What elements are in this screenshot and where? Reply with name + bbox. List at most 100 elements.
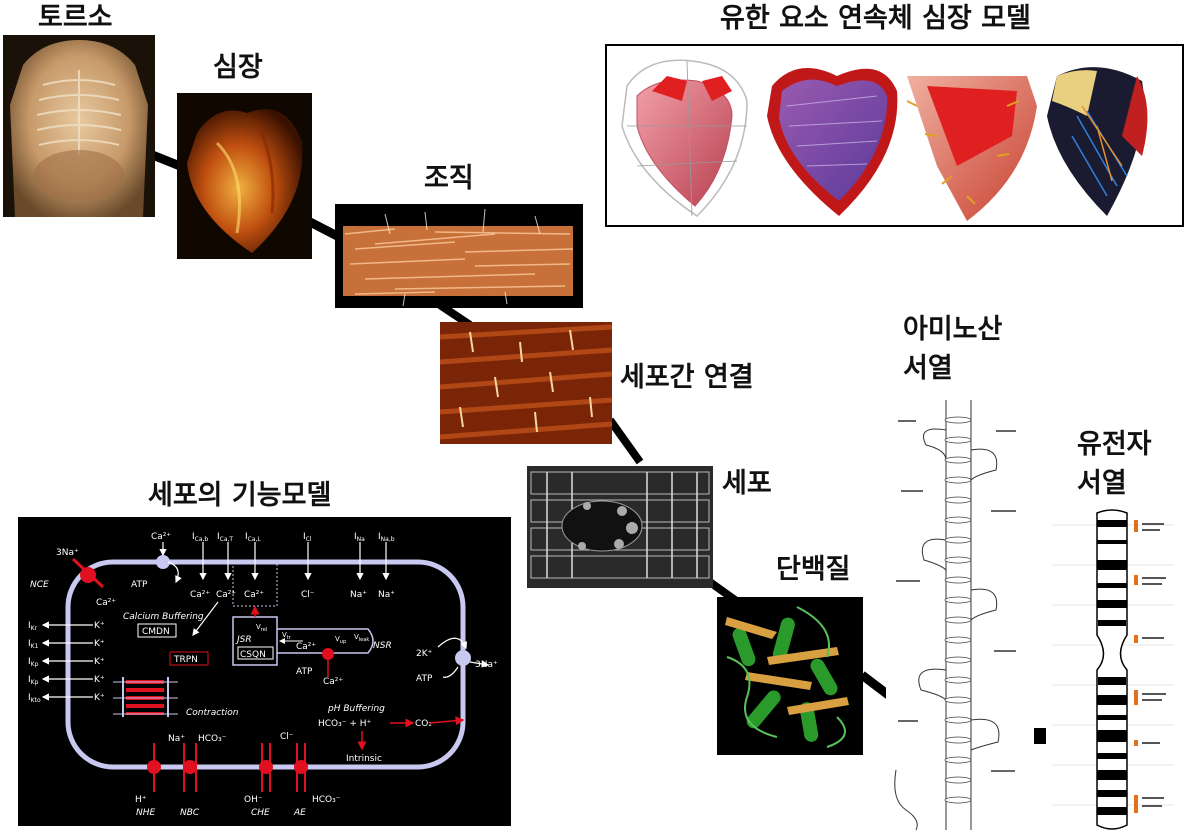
- fem-model-stress: [906, 76, 1037, 221]
- cell-model-diagram: 3Na⁺ NCE Ca²⁺ Ca²⁺ ATP ICa,b ICa,T ICa,L…: [28, 532, 498, 818]
- nhe-label: NHE: [136, 808, 156, 818]
- sarcomere-icon: [113, 677, 178, 717]
- gene-image: [1052, 505, 1174, 835]
- trpn-box: [169, 651, 209, 666]
- heart-label: 심장: [213, 52, 263, 83]
- che-exchanger: [259, 743, 273, 792]
- fem-models-illustration: [621, 59, 1148, 221]
- cell-label: 세포: [722, 468, 772, 499]
- nce-ca-label: Ca²⁺: [96, 598, 116, 608]
- k-label-1: K⁺: [94, 639, 105, 649]
- torso-illustration: [10, 40, 148, 217]
- serca-pump: [322, 648, 334, 677]
- ca-inside-3: Ca²⁺: [244, 590, 264, 600]
- torso-label: 토르소: [38, 2, 113, 33]
- amino-acid-illustration: [894, 400, 1016, 831]
- ca-pump-top: [156, 542, 182, 584]
- ae-hco3-label: HCO₃⁻: [312, 795, 341, 805]
- na-k-2k-label: 2K⁺: [416, 649, 433, 659]
- cmdn-label: CMDN: [142, 627, 170, 637]
- trpn-label: TRPN: [173, 655, 198, 665]
- gene-label-line1: 유전자: [1077, 429, 1152, 460]
- che-cl-label: Cl⁻: [280, 732, 294, 742]
- k-label-0: K⁺: [94, 621, 105, 631]
- amino-acid-label: 아미노산 서열: [903, 310, 1002, 388]
- gap-junction-image: [440, 322, 612, 444]
- i-na-label: INa: [354, 532, 365, 543]
- ph-buffering-label: pH Buffering: [327, 704, 385, 714]
- ca-inside-1: Ca²⁺: [190, 590, 210, 600]
- jsr-label: JSR: [235, 635, 252, 645]
- cell-illustration: [527, 466, 713, 588]
- tissue-illustration: [343, 208, 574, 307]
- serca-atp-label: ATP: [296, 667, 313, 677]
- hco3-h-label: HCO₃⁻ + H⁺: [318, 719, 372, 729]
- nsr-label: NSR: [373, 641, 392, 651]
- ca-pump-atp-label: ATP: [131, 580, 148, 590]
- ik-label-0: IKr: [28, 621, 38, 632]
- torso-image: [3, 35, 155, 217]
- ca-inside-2: Ca²⁺: [216, 590, 236, 600]
- v-rel-label: Vrel: [256, 623, 267, 633]
- cell-model-title: 세포의 기능모델: [148, 480, 332, 511]
- intrinsic-label: Intrinsic: [346, 754, 382, 764]
- protein-label: 단백질: [776, 554, 851, 585]
- tissue-image: [335, 204, 583, 308]
- ae-exchanger: [294, 743, 308, 792]
- gene-label: 유전자 서열: [1077, 425, 1152, 503]
- amino-acid-image: [886, 390, 1026, 838]
- ca-pump-ca-label: Ca²⁺: [151, 532, 171, 542]
- i-cl-label: ICl: [303, 532, 312, 543]
- nhe-h-label: H⁺: [135, 795, 147, 805]
- nbc-cotransporter: [183, 743, 197, 792]
- k-label-2: K⁺: [94, 657, 105, 667]
- ik-label-3: IKp: [28, 675, 39, 686]
- fem-model-mesh: [621, 59, 748, 217]
- v-tr-label: Vtr: [282, 631, 292, 641]
- fem-model-fibers: [767, 68, 898, 216]
- calcium-buffering-label: Calcium Buffering: [123, 612, 204, 622]
- na-k-atp-label: ATP: [416, 674, 433, 684]
- nbc-hco3-label: HCO₃⁻: [198, 734, 227, 744]
- k-label-3: K⁺: [94, 675, 105, 685]
- nsr-ca-label: Ca²⁺: [296, 642, 316, 652]
- heart-illustration: [187, 109, 303, 253]
- amino-acid-label-line2: 서열: [903, 353, 953, 385]
- i-cat-label: ICa,T: [217, 532, 233, 543]
- heart-image: [177, 93, 312, 259]
- nce-label: NCE: [30, 580, 49, 590]
- co2-label: CO₂: [415, 719, 432, 729]
- gap-junction-label: 세포간 연결: [620, 362, 754, 393]
- nce-na-label: 3Na⁺: [56, 548, 79, 558]
- cl-inside: Cl⁻: [301, 590, 315, 600]
- na-inside-2: Na⁺: [378, 590, 395, 600]
- k-label-4: K⁺: [94, 693, 105, 703]
- csqn-label: CSQN: [240, 650, 266, 660]
- i-cal-label: ICa,L: [245, 532, 261, 543]
- na-inside-1: Na⁺: [350, 590, 367, 600]
- ik-label-4: IKto: [28, 693, 41, 704]
- na-k-pump: [437, 637, 490, 678]
- gene-label-line2: 서열: [1077, 468, 1127, 500]
- gap-junction-illustration: [440, 322, 612, 444]
- protein-image: [717, 597, 863, 755]
- fem-title: 유한 요소 연속체 심장 모델: [720, 3, 1031, 34]
- v-up-label: Vup: [335, 635, 346, 645]
- nce-exchanger: [71, 557, 105, 589]
- che-label: CHE: [251, 808, 270, 818]
- tissue-label: 조직: [424, 163, 474, 194]
- ik-label-2: IKp: [28, 657, 39, 668]
- nhe-exchanger: [147, 743, 161, 792]
- serca-ca-label: Ca²⁺: [323, 677, 343, 687]
- fem-model-panel: [605, 44, 1184, 227]
- nbc-label: NBC: [180, 808, 200, 818]
- i-nab-label: INa,b: [378, 532, 395, 543]
- cell-model-panel: 3Na⁺ NCE Ca²⁺ Ca²⁺ ATP ICa,b ICa,T ICa,L…: [18, 517, 511, 826]
- fem-model-section: [1047, 67, 1148, 216]
- v-leak-label: Vleak: [354, 633, 369, 643]
- nsr-outline: [277, 628, 374, 654]
- csqn-box: [237, 646, 274, 660]
- ik-label-1: IK1: [28, 639, 39, 650]
- amino-acid-label-line1: 아미노산: [903, 314, 1003, 345]
- cell-image: [527, 466, 713, 588]
